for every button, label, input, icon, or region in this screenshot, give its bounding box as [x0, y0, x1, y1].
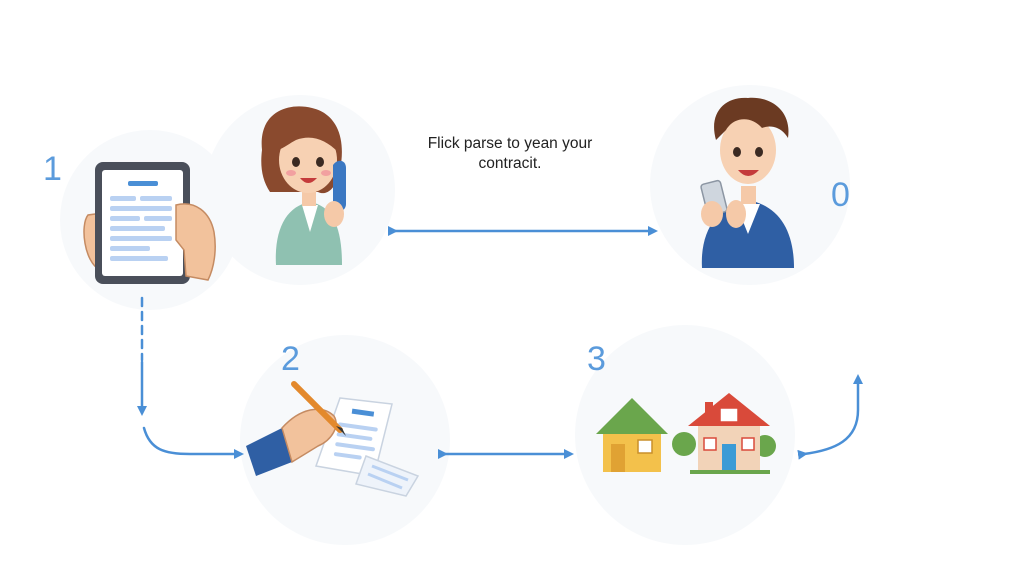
man-with-phone-icon	[700, 97, 794, 268]
step-number-3: 3	[587, 340, 606, 378]
caption-line-2: contracit.	[478, 155, 542, 172]
caption-line-1: Flick parse to yean your	[427, 135, 593, 152]
hand-signing-contract-icon	[246, 381, 420, 497]
houses-icon	[596, 393, 776, 474]
arrow-houses-curve-up	[797, 374, 863, 460]
woman-on-phone-icon	[261, 106, 346, 265]
tablet-document-icon	[83, 162, 216, 284]
step-number-0: 0	[831, 176, 850, 214]
caption-text: Flick parse to yean your contracit.	[390, 134, 630, 174]
step-number-2: 2	[281, 340, 300, 378]
arrow-curve-to-signing	[142, 426, 244, 459]
step-number-1: 1	[43, 150, 62, 188]
